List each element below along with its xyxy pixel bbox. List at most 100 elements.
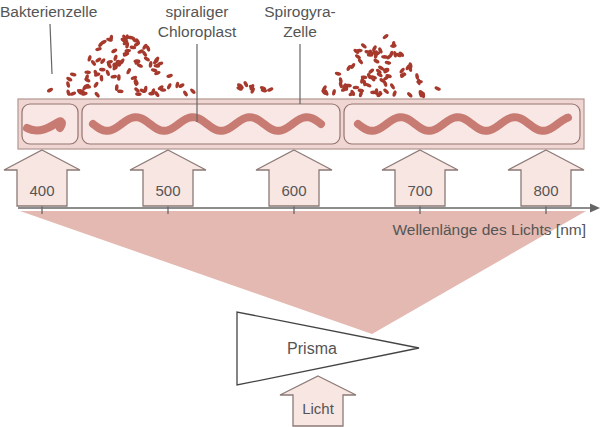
bacterium [99, 67, 106, 72]
bacterium [248, 84, 255, 91]
bacterium [260, 88, 267, 93]
wavelength-arrow-shape [508, 150, 584, 206]
bacterium [236, 82, 242, 90]
bacterium [399, 67, 406, 74]
bacterium [133, 78, 139, 86]
bacterium [83, 83, 91, 89]
bacterium [122, 51, 130, 57]
bacterium [182, 90, 188, 98]
bacterium [66, 81, 71, 88]
bacterium [81, 91, 88, 96]
wavelength-arrow-shape [382, 150, 458, 206]
bacterium [135, 92, 142, 96]
bacterium [106, 37, 113, 42]
bacterium [352, 86, 359, 90]
spirogyra-cell [22, 104, 78, 144]
bacterium [382, 33, 389, 40]
arrow-label: 400 [4, 182, 80, 200]
chloroplasts [27, 117, 568, 131]
bacterium [166, 73, 173, 78]
leader-line [299, 44, 300, 104]
bacterium [382, 80, 388, 87]
bacterium [122, 52, 129, 56]
bacterium [334, 71, 341, 76]
bacterium [87, 55, 92, 62]
bacterium [148, 61, 152, 68]
spirogyra-cell [82, 104, 340, 144]
bacterium [382, 88, 389, 95]
bacterium [393, 51, 398, 58]
bacterium [362, 80, 366, 87]
bacterium [381, 55, 388, 59]
bacterium [323, 89, 329, 96]
bacterium [90, 59, 97, 66]
bacterium [143, 56, 151, 62]
bacterium [106, 59, 113, 64]
bacterium [84, 77, 92, 83]
bacterium [340, 87, 348, 93]
bacterium [69, 91, 76, 97]
bacterium [110, 74, 117, 79]
arrow-label: Licht [280, 400, 356, 418]
bacterium [133, 79, 139, 86]
bacterium [160, 88, 167, 92]
arrow-label: 800 [508, 182, 584, 200]
spirogyra-cell [344, 104, 580, 144]
bacterium [97, 41, 104, 48]
axis-title: Wellenlänge des Lichts [nm] [320, 220, 586, 240]
bacterium [127, 35, 134, 40]
part-label: Bakterienzelle [0, 2, 124, 22]
bacterium [84, 70, 91, 74]
wavelength-arrow: 500 [130, 150, 206, 206]
chloroplast [358, 117, 568, 131]
bacterium [357, 58, 364, 65]
bacterium [346, 64, 352, 72]
bacterium [385, 73, 392, 78]
bacterium [141, 43, 148, 50]
bacterium [120, 37, 127, 44]
bacterium [151, 68, 158, 73]
arrow-label: 600 [256, 182, 332, 200]
wavelength-arrow-shape [130, 150, 206, 206]
bacterium [94, 91, 101, 98]
light-fan [20, 211, 586, 334]
prism: Prisma [236, 311, 420, 386]
bacterium [153, 64, 160, 68]
bacterium [266, 87, 273, 93]
bacterium [373, 58, 381, 65]
bacterium [331, 89, 336, 96]
chloroplast [93, 117, 321, 131]
bacterium [370, 75, 377, 81]
prism-shape [237, 312, 419, 385]
bacterium [178, 82, 186, 88]
bacterium [126, 67, 132, 75]
wavelength-arrow: 700 [382, 150, 458, 206]
bacterium [367, 53, 374, 57]
bacterium [338, 77, 343, 84]
bacterium [114, 59, 121, 66]
bacterium [99, 57, 106, 64]
bacterium [105, 69, 111, 76]
wavelength-arrow: 800 [508, 150, 584, 206]
bacterium [134, 38, 140, 46]
light-arrow-shape [280, 376, 356, 426]
bacterium [350, 89, 356, 97]
bacterium [434, 86, 441, 92]
bacterium [405, 63, 412, 70]
bacterium [166, 83, 172, 91]
bacterium [66, 89, 71, 96]
bacterium [93, 81, 100, 89]
bacterium [384, 60, 391, 65]
bacterium [93, 72, 100, 78]
bacteria [46, 33, 441, 98]
bacterium [357, 88, 364, 93]
bacterium [125, 42, 130, 49]
arrow-label: 700 [382, 182, 458, 200]
prism-label: Prisma [236, 340, 388, 358]
arrow-label: 500 [130, 182, 206, 200]
algae-filament [18, 99, 584, 149]
bacterium [153, 56, 160, 63]
bacterium [136, 63, 144, 69]
bacterium [377, 47, 383, 54]
